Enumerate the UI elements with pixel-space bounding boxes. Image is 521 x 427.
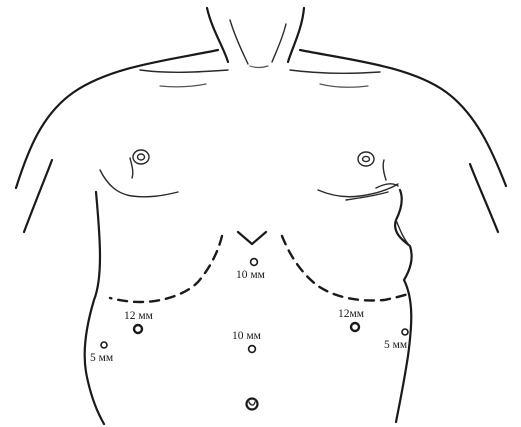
left-flank-outline — [85, 192, 104, 424]
port-left-lateral-label: 5 мм — [90, 352, 114, 364]
port-epigastric-label: 10 мм — [236, 269, 266, 281]
port-right-lateral: 5 мм — [384, 329, 408, 351]
port-umbilical-marker — [249, 346, 256, 353]
clavicles — [140, 70, 380, 87]
port-left-mid-marker — [134, 325, 142, 333]
nipple-right — [358, 152, 374, 166]
port-right-mid: 12мм — [338, 308, 365, 331]
right-flank-outline — [395, 190, 412, 422]
port-umbilical-label: 10 мм — [232, 330, 262, 342]
port-right-mid-marker — [351, 323, 359, 331]
port-epigastric: 10 мм — [236, 259, 266, 281]
port-left-mid-label: 12 мм — [124, 310, 154, 322]
chest-contours — [100, 158, 398, 200]
xiphoid-notch — [238, 232, 266, 244]
port-umbilical: 10 мм — [232, 330, 262, 352]
neck-outline — [207, 8, 304, 68]
port-left-mid: 12 мм — [124, 310, 154, 333]
nipple-left — [133, 150, 149, 164]
port-epigastric-marker — [251, 259, 258, 266]
port-right-lateral-marker — [402, 329, 408, 335]
port-right-lateral-label: 5 мм — [384, 339, 408, 351]
port-left-lateral: 5 мм — [90, 342, 114, 364]
umbilicus — [247, 399, 258, 410]
costal-margin-left — [110, 236, 222, 302]
costal-margin-right — [282, 236, 408, 300]
port-left-lateral-marker — [101, 342, 107, 348]
port-right-mid-label: 12мм — [338, 308, 365, 320]
shoulders-outline — [16, 50, 506, 232]
